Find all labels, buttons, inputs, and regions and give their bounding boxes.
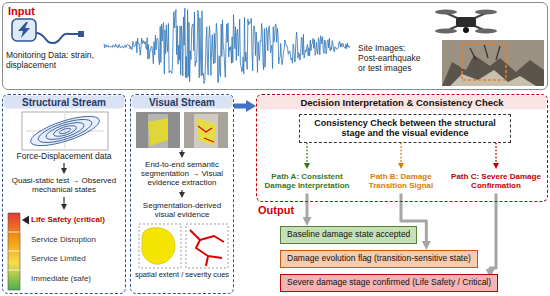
- flow-arrow: [234, 104, 246, 109]
- drone-rotor: [435, 29, 457, 34]
- output-box: Baseline damage state accepted: [280, 226, 417, 244]
- site-photo: [184, 112, 228, 148]
- loop: [36, 115, 94, 148]
- rubble: [442, 55, 544, 86]
- step-label: Quasi-static test → Observed mechanical …: [6, 176, 122, 194]
- evidence-frame: [186, 224, 228, 268]
- step-label: End-to-end semantic segmentation → Visua…: [132, 160, 232, 188]
- panel-title: Structural Stream: [3, 95, 125, 109]
- drone-body: [456, 17, 476, 27]
- check-box: Consistency Check between the structural…: [299, 114, 511, 143]
- input-label: Site Images: Post-earthquake or test ima…: [358, 44, 426, 73]
- loop: [59, 127, 72, 135]
- hysteresis-loops: [28, 110, 103, 151]
- damage-marker: [462, 44, 506, 80]
- rubble: [450, 70, 536, 86]
- step-arrow: [181, 150, 182, 152]
- box-text: Baseline damage state accepted: [287, 230, 410, 240]
- output-box: Damage evolution flag (transition-sensit…: [280, 250, 478, 268]
- column: [148, 114, 168, 148]
- stream-panel: Visual Stream: [130, 94, 234, 294]
- damage-photo: [442, 40, 544, 86]
- loop: [44, 119, 86, 143]
- step-arrow: [63, 163, 64, 168]
- path-arrow: [400, 143, 402, 163]
- input-panel: Input: [2, 2, 548, 90]
- segmentation-mask: [196, 118, 216, 146]
- panel-title: Decision Interpretation & Consistency Ch…: [257, 95, 547, 109]
- path-label: Path A: Consistent Damage Interpretation: [258, 172, 356, 190]
- panel-title: Visual Stream: [131, 95, 233, 109]
- edge-group: [234, 106, 246, 107]
- output-box: Severe damage stage confirmed (Life Safe…: [280, 274, 498, 292]
- stage-label: Life Safety (critical): [31, 215, 105, 224]
- stage-label: Service Disruption: [31, 235, 96, 244]
- loop: [28, 110, 103, 151]
- step-label: Segmentation-derived visual evidence: [132, 201, 232, 219]
- header-strip: [4, 96, 125, 109]
- step-label: Force-Displacement data: [8, 152, 120, 162]
- column: [194, 114, 218, 148]
- path-arrow: [495, 143, 497, 163]
- waveform: [104, 8, 350, 83]
- seismic-signal: [104, 8, 350, 83]
- stage-pointer: [22, 216, 29, 225]
- path-arrow: [306, 143, 308, 163]
- box-text: Damage evolution flag (transition-sensit…: [287, 254, 471, 264]
- crack-mask: [198, 126, 214, 142]
- drone-rotor: [435, 10, 457, 15]
- step-arrow: [63, 197, 64, 204]
- drone-rotor: [475, 29, 497, 34]
- step-arrow: [181, 190, 182, 192]
- path-label: Path B: Damage Transition Signal: [360, 172, 442, 190]
- stage-label: Service Limited: [31, 254, 86, 263]
- output-arrow: [306, 193, 309, 217]
- section-label: Output: [258, 204, 294, 217]
- header-strip: [258, 96, 547, 110]
- lightning-symbol: [18, 22, 30, 38]
- header-strip: [132, 96, 233, 109]
- input-label: Monitoring Data: strain, displacement: [6, 51, 98, 71]
- cable-plug: [78, 31, 84, 37]
- segmentation-mask: [148, 118, 168, 146]
- stage-label: Immediate (safe): [31, 274, 91, 283]
- loop: [52, 123, 77, 138]
- box-text: Severe damage stage confirmed (Life Safe…: [287, 278, 491, 288]
- crack-pattern: [190, 230, 224, 266]
- sensor-icon: [12, 19, 36, 41]
- drone-camera: [463, 27, 469, 33]
- path-label: Path C: Severe Damage Confirmation: [446, 172, 546, 190]
- severity-bar: [8, 213, 20, 290]
- drone-rotor: [475, 10, 497, 15]
- sensor-cable: [36, 33, 78, 43]
- evidence-frame: [139, 224, 181, 268]
- box-text: Consistency Check between the structural…: [305, 118, 505, 139]
- output-arrow: [490, 193, 496, 269]
- panel-title: Input: [3, 3, 547, 20]
- bar-divider: [8, 232, 20, 270]
- rebar: [470, 44, 500, 60]
- spalling-region: [142, 228, 175, 265]
- step-label: spatial extent / severity cues: [132, 271, 232, 279]
- site-photo: [136, 112, 180, 148]
